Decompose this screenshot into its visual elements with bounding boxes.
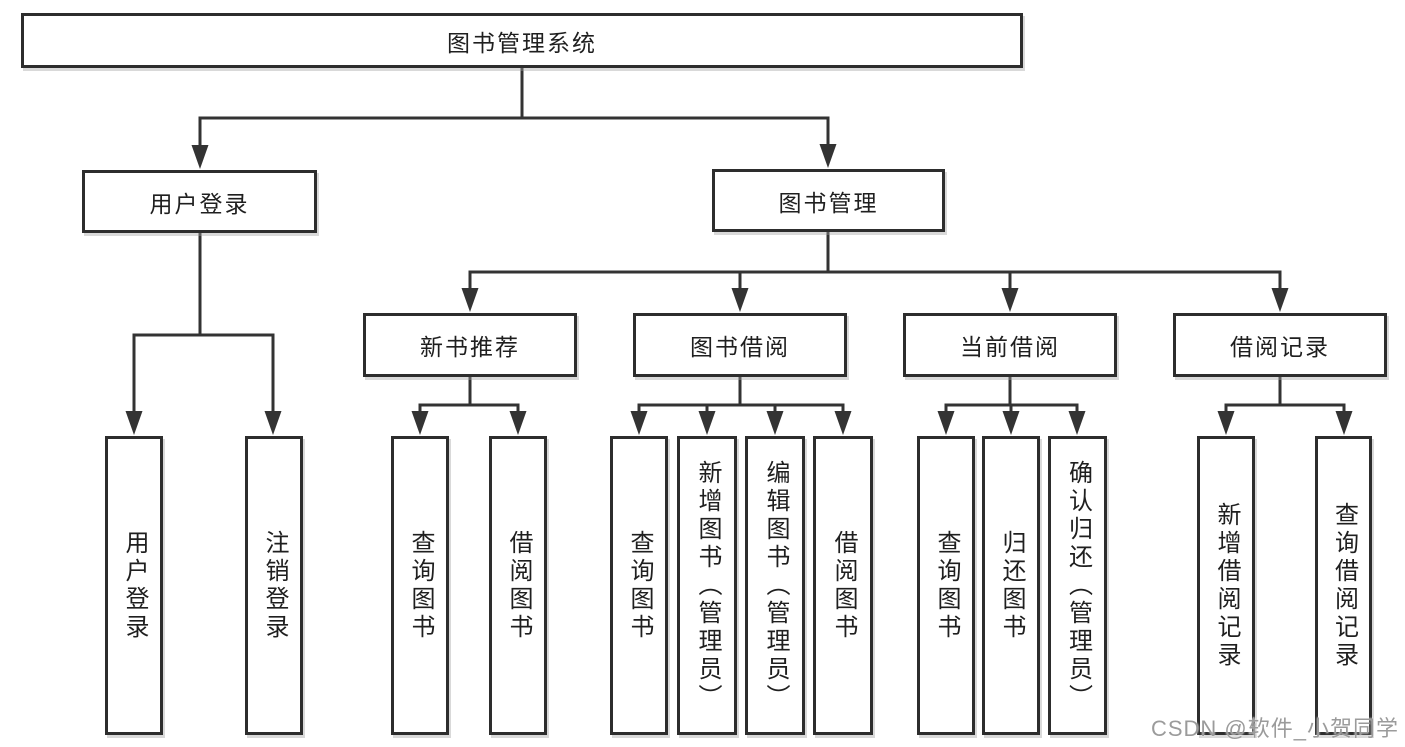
node-label-current-borrowing: 当前借阅 — [960, 334, 1060, 360]
node-leaf-user-login: 用户登录 — [105, 436, 163, 735]
node-user-login-branch: 用户登录 — [82, 170, 317, 233]
node-leaf-confirm-return: 确认归还（管理员） — [1048, 436, 1107, 735]
node-label-leaf-borrow-books-1: 借阅图书 — [505, 529, 532, 642]
arrowhead-icon — [766, 411, 784, 435]
node-leaf-logout: 注销登录 — [245, 436, 303, 735]
node-label-root-system: 图书管理系统 — [447, 29, 597, 56]
arrowhead-icon — [191, 145, 209, 169]
arrowhead-icon — [264, 411, 282, 435]
arrowhead-icon — [1001, 288, 1019, 312]
arrowhead-icon — [1002, 411, 1020, 435]
node-label-borrowing-records: 借阅记录 — [1230, 334, 1330, 360]
node-leaf-borrow-books-2: 借阅图书 — [813, 436, 873, 735]
arrowhead-icon — [937, 411, 955, 435]
arrowhead-icon — [125, 411, 143, 435]
node-current-borrowing: 当前借阅 — [903, 313, 1117, 377]
arrowhead-icon — [509, 411, 527, 435]
arrowhead-icon — [1068, 411, 1086, 435]
node-label-leaf-query-borrow-record: 查询借阅记录 — [1330, 501, 1358, 670]
node-leaf-query-borrow-record: 查询借阅记录 — [1315, 436, 1372, 735]
arrowhead-icon — [411, 411, 429, 435]
node-label-leaf-return-books: 归还图书 — [998, 529, 1025, 642]
node-leaf-add-books-admin: 新增图书（管理员） — [677, 436, 737, 735]
node-borrowing-records: 借阅记录 — [1173, 313, 1387, 377]
node-leaf-return-books: 归还图书 — [982, 436, 1040, 735]
arrowhead-icon — [731, 288, 749, 312]
arrowhead-icon — [834, 411, 852, 435]
node-root-system: 图书管理系统 — [21, 13, 1023, 68]
node-label-leaf-logout: 注销登录 — [261, 529, 288, 642]
node-label-leaf-user-login: 用户登录 — [121, 529, 148, 642]
node-leaf-query-books-3: 查询图书 — [917, 436, 975, 735]
arrowhead-icon — [461, 288, 479, 312]
arrowhead-icon — [1271, 288, 1289, 312]
node-leaf-query-books-2: 查询图书 — [610, 436, 668, 735]
node-book-management-branch: 图书管理 — [712, 169, 945, 232]
node-new-book-recommend: 新书推荐 — [363, 313, 577, 377]
node-leaf-borrow-books-1: 借阅图书 — [489, 436, 547, 735]
node-label-leaf-add-borrow-record: 新增借阅记录 — [1213, 501, 1240, 670]
node-leaf-add-borrow-record: 新增借阅记录 — [1197, 436, 1255, 735]
node-label-book-management-branch: 图书管理 — [778, 189, 879, 216]
arrowhead-icon — [1335, 411, 1353, 435]
watermark: CSDN @软件_小贺同学 — [1150, 716, 1399, 741]
node-label-leaf-add-books-admin: 新增图书（管理员） — [694, 459, 721, 712]
node-label-leaf-confirm-return: 确认归还（管理员） — [1064, 459, 1092, 712]
node-leaf-query-books-1: 查询图书 — [391, 436, 449, 735]
node-label-user-login-branch: 用户登录 — [149, 190, 250, 217]
node-label-leaf-edit-books-admin: 编辑图书（管理员） — [762, 459, 789, 712]
node-leaf-edit-books-admin: 编辑图书（管理员） — [745, 436, 805, 735]
arrowhead-icon — [630, 411, 648, 435]
node-label-book-borrowing: 图书借阅 — [690, 334, 790, 360]
node-label-new-book-recommend: 新书推荐 — [420, 334, 520, 360]
arrowhead-icon — [1217, 411, 1235, 435]
node-label-leaf-borrow-books-2: 借阅图书 — [830, 529, 857, 642]
node-label-leaf-query-books-3: 查询图书 — [933, 529, 960, 642]
arrowhead-icon — [698, 411, 716, 435]
node-label-leaf-query-books-2: 查询图书 — [626, 529, 653, 642]
node-book-borrowing: 图书借阅 — [633, 313, 847, 377]
node-label-leaf-query-books-1: 查询图书 — [407, 529, 434, 642]
arrowhead-icon — [819, 144, 837, 168]
